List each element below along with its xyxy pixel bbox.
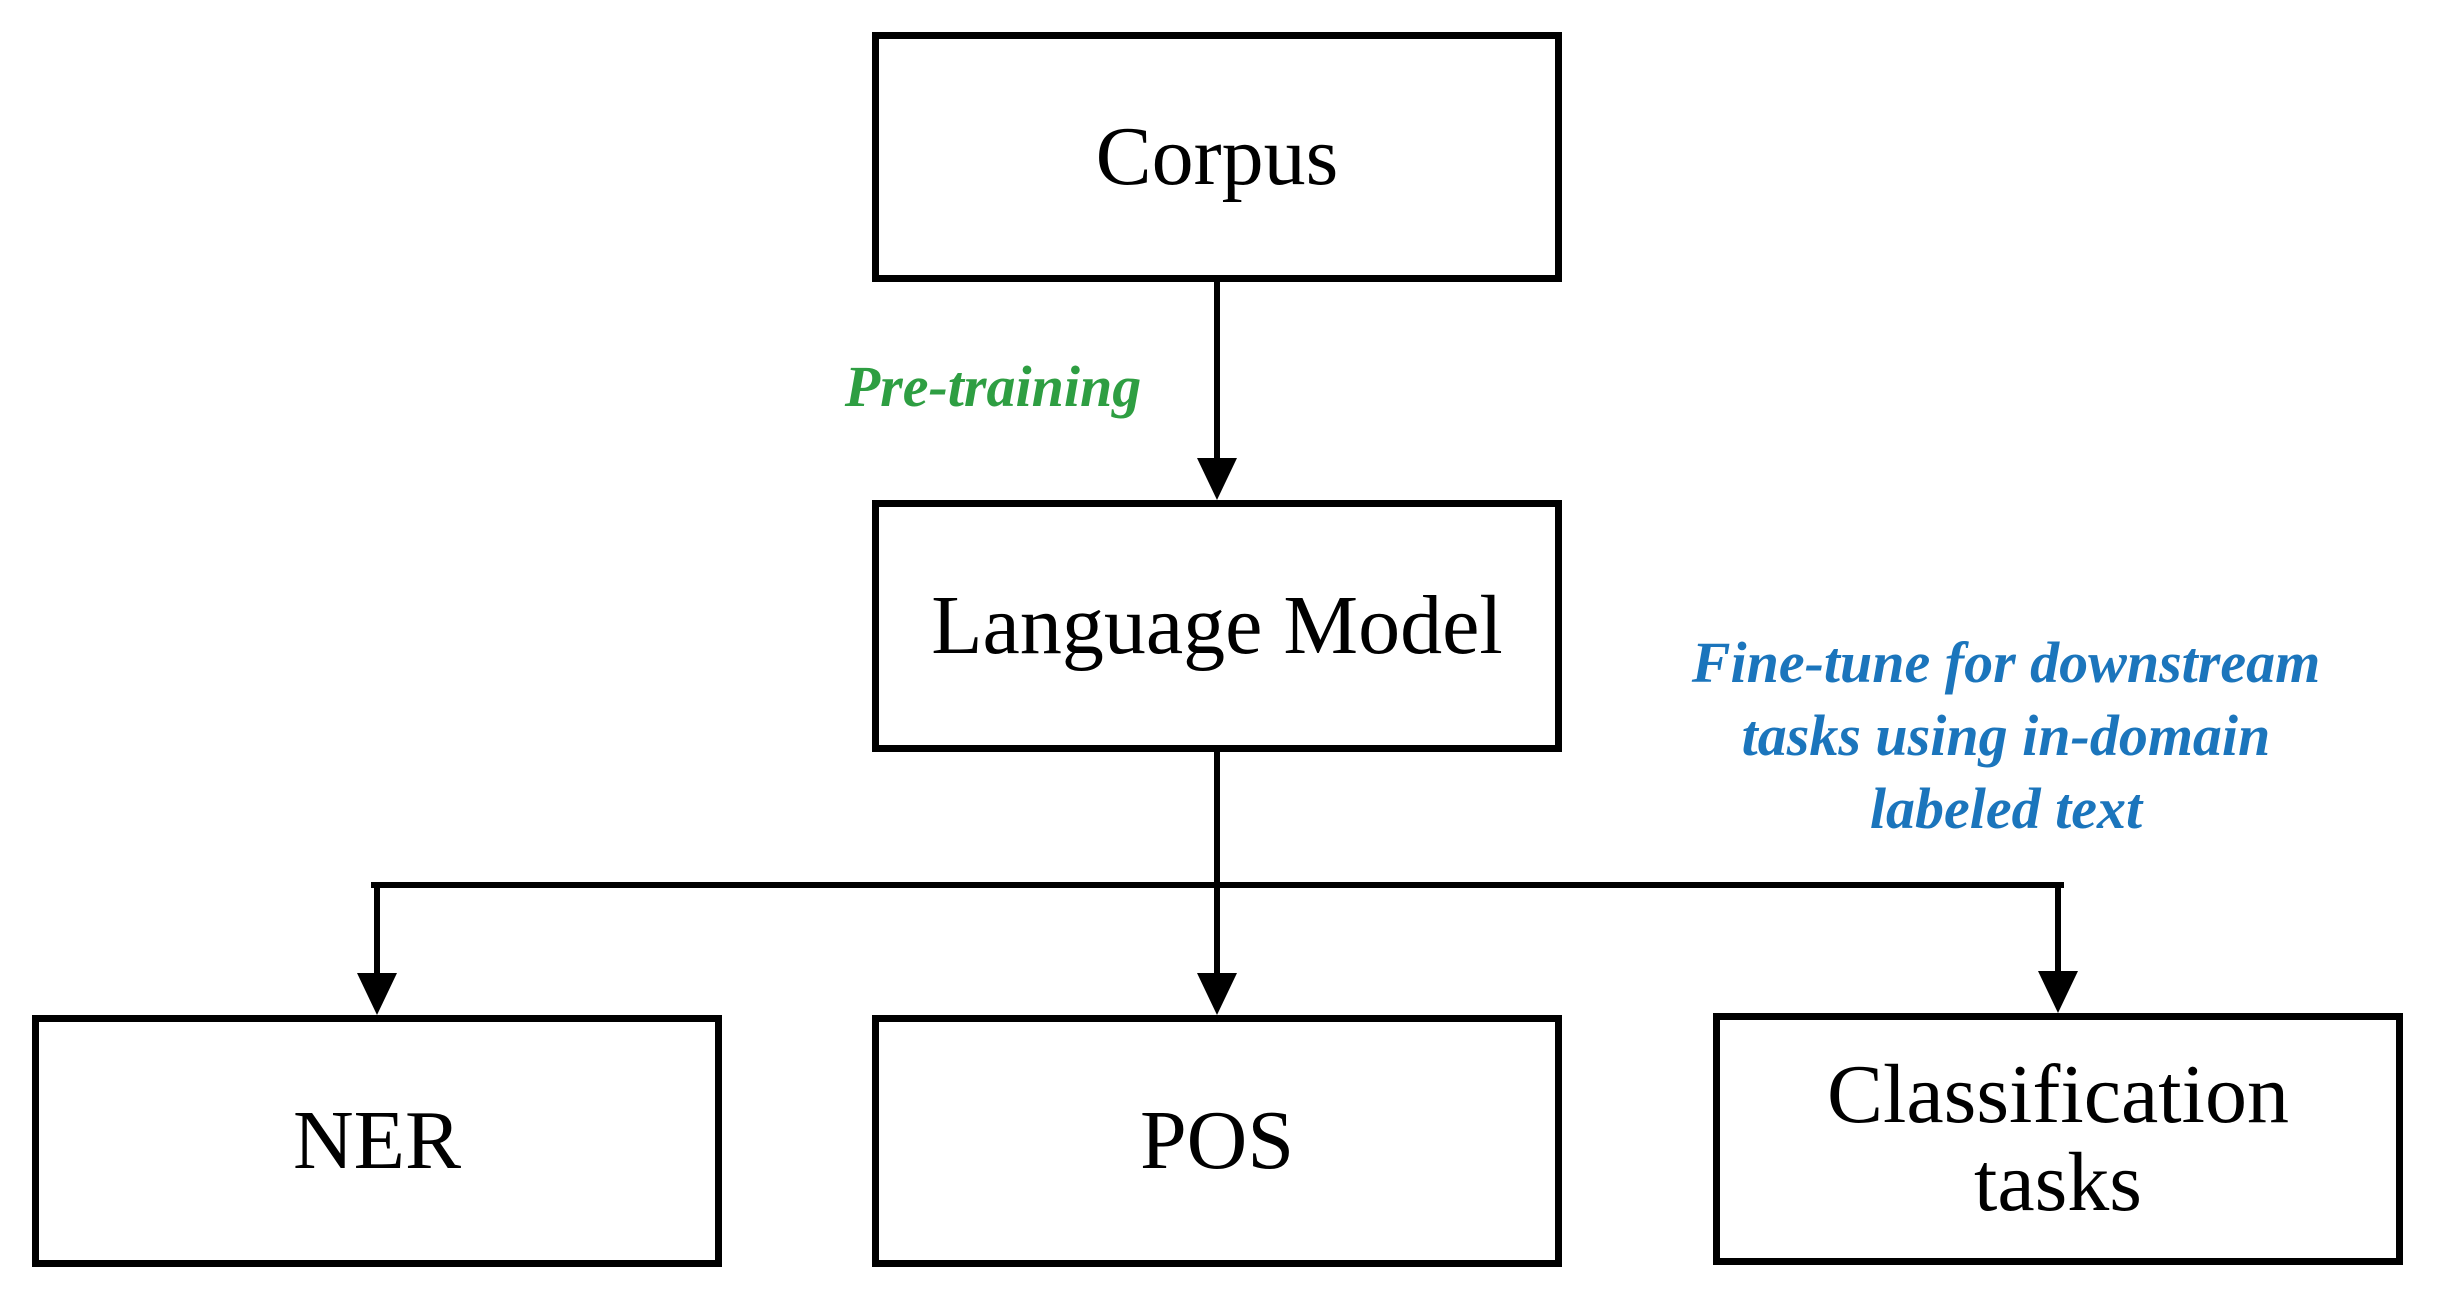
node-ner-label: NER <box>293 1093 461 1187</box>
arrow-branch-to-ner <box>357 882 397 1015</box>
node-pos: POS <box>872 1015 1562 1267</box>
annotation-finetune: Fine-tune for downstream tasks using in-… <box>1691 630 2321 841</box>
node-pos-label: POS <box>1139 1093 1295 1187</box>
node-classification-tasks-label: Classification tasks <box>1827 1047 2289 1229</box>
arrow-language-model-to-pos <box>1197 749 1237 1015</box>
arrow-corpus-to-language-model <box>1197 279 1237 500</box>
node-classification-tasks: Classification tasks <box>1713 1013 2403 1265</box>
node-language-model-label: Language Model <box>931 578 1503 672</box>
node-corpus-label: Corpus <box>1095 109 1339 203</box>
node-language-model: Language Model <box>872 500 1562 752</box>
node-ner: NER <box>32 1015 722 1267</box>
annotation-pretraining: Pre-training <box>844 354 1142 419</box>
node-corpus: Corpus <box>872 32 1562 282</box>
arrow-branch-to-classification <box>2038 882 2078 1013</box>
